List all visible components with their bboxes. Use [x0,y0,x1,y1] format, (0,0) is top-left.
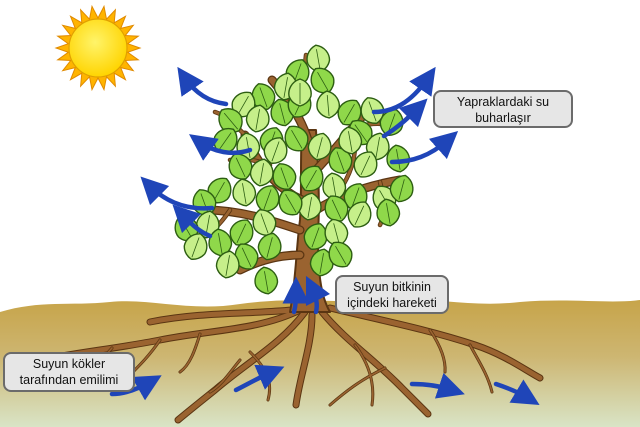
leaf-icon [257,232,282,261]
leaf-icon [376,198,401,227]
water-arrow-icon [282,276,310,315]
leaf-icon [328,147,353,174]
leaf-icon [288,78,312,107]
leaf-icon [353,151,378,178]
leaf-icon [338,126,363,155]
water-arrow-icon [172,204,213,239]
leaf-icon [347,201,372,228]
leaf-icon [232,178,257,207]
evaporation-label: Yapraklardaki su buharlaşır [433,90,573,128]
water-arrows [109,66,540,405]
water-arrow-icon [409,372,465,399]
leaf-icon [263,137,288,164]
leaf-icon [307,132,332,161]
absorption-label-line-1: Suyun kökler [32,357,106,371]
tree-leaves [174,44,414,295]
evaporation-label-line-1: Yapraklardaki su [456,95,550,109]
leaf-icon [278,189,303,216]
water-arrow-icon [189,134,253,161]
leaf-icon [218,108,243,134]
absorption-label: Suyun kökler tarafından emilimi [3,352,135,392]
leaf-icon [245,104,270,133]
leaf-icon [183,233,208,260]
water-arrow-icon [233,364,285,393]
leaf-icon [249,158,274,187]
leaf-icon [324,195,349,222]
transport-label: Suyun bitkinin içindeki hareketi [335,275,449,314]
leaf-icon [328,241,353,268]
leaf-icon [337,99,362,126]
leaf-icon [389,174,414,203]
leaf-icon [316,90,341,119]
water-arrow-icon [140,176,215,211]
leaf-icon [254,266,279,295]
water-arrow-icon [389,131,459,165]
water-arrow-icon [493,379,540,405]
leaf-icon [310,67,335,94]
leaf-icon [284,125,309,152]
leaf-icon [299,165,324,192]
transport-label-line-2: içindeki hareketi [347,296,437,310]
leaf-icon [215,250,240,279]
transport-label-line-1: Suyun bitkinin [353,280,431,294]
water-arrow-icon [177,66,229,107]
leaf-icon [386,144,411,173]
leaf-icon [272,163,297,190]
evaporation-label-line-2: buharlaşır [475,111,531,125]
sun-disc [68,18,128,78]
water-arrow-icon [305,275,331,315]
leaf-icon [228,153,253,180]
leaf-icon [229,219,254,246]
sun-icon [54,4,142,92]
leaf-icon [309,248,334,277]
water-arrow-icon [381,98,428,139]
absorption-label-line-2: tarafından emilimi [19,373,119,387]
